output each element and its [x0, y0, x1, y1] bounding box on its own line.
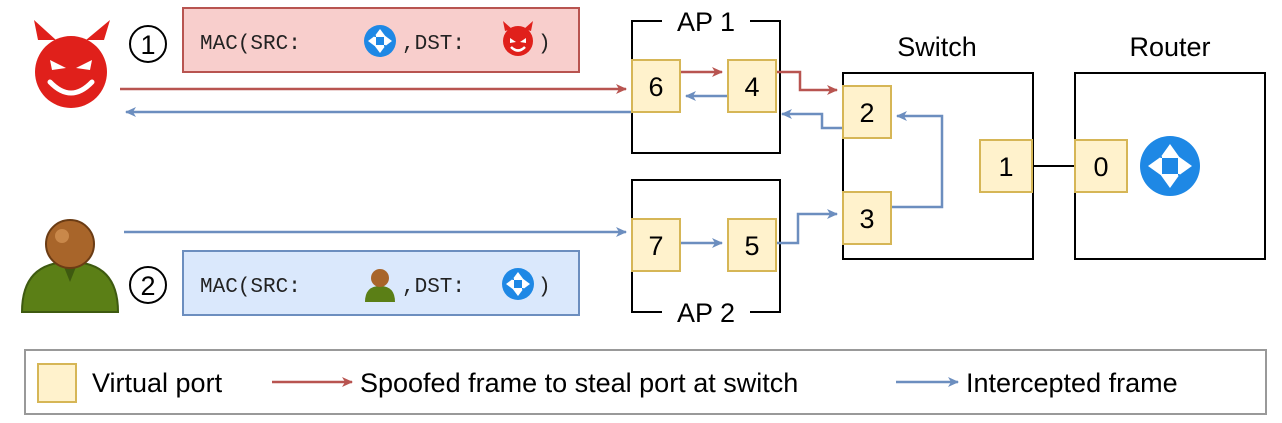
router-icon: [1140, 136, 1200, 196]
svg-text:6: 6: [648, 72, 663, 102]
intercepted-arrow-port2-to-port4: [781, 109, 843, 130]
svg-text:3: 3: [859, 204, 874, 234]
spoofed-arrow-port4-to-port2: [776, 70, 838, 95]
port-3: 3: [842, 191, 892, 245]
port-1: 1: [979, 139, 1033, 193]
user-icon: [365, 269, 395, 302]
frame-2-label: MAC(SRC: ,DST: ): [182, 250, 580, 316]
svg-text:Router: Router: [1129, 32, 1210, 62]
legend-spoofed: Spoofed frame to steal port at switch: [360, 368, 798, 398]
intercepted-arrow-port3-to-port2: [891, 111, 944, 209]
port-6: 6: [631, 59, 681, 113]
intercepted-arrow-port5-to-port3: [776, 209, 838, 245]
svg-text:,DST:: ,DST:: [402, 276, 465, 299]
port-5: 5: [727, 218, 777, 272]
svg-text:,DST:: ,DST:: [402, 33, 465, 56]
devil-icon: [34, 20, 110, 108]
router-icon: [502, 268, 534, 300]
svg-text:2: 2: [140, 271, 155, 301]
svg-text:Switch: Switch: [897, 32, 977, 62]
frame-1-label: MAC(SRC: ,DST: ): [182, 7, 580, 73]
port-7: 7: [631, 218, 681, 272]
svg-text:7: 7: [648, 231, 663, 261]
devil-icon: [503, 21, 533, 56]
svg-text:2: 2: [859, 98, 874, 128]
svg-text:): ): [538, 33, 551, 56]
svg-text:1: 1: [140, 30, 155, 60]
user-icon: [20, 219, 120, 313]
svg-text:5: 5: [744, 231, 759, 261]
svg-text:): ): [538, 276, 551, 299]
step-1-badge: 1: [129, 25, 167, 63]
router-icon: [364, 25, 396, 57]
step-2-badge: 2: [129, 266, 167, 304]
ap2-box: AP 2: [631, 179, 781, 328]
legend-virtual-port: Virtual port: [92, 368, 223, 398]
legend-intercepted: Intercepted frame: [966, 368, 1178, 398]
port-2: 2: [842, 85, 892, 139]
legend-port-swatch: [37, 363, 77, 403]
svg-text:4: 4: [744, 72, 759, 102]
svg-text:1: 1: [998, 152, 1013, 182]
legend: Virtual port Spoofed frame to steal port…: [24, 349, 1267, 415]
port-0: 0: [1074, 139, 1128, 193]
svg-text:MAC(SRC:: MAC(SRC:: [200, 276, 301, 299]
ap1-box: AP 1: [631, 7, 781, 154]
svg-text:AP 1: AP 1: [677, 7, 735, 37]
svg-text:0: 0: [1093, 152, 1108, 182]
svg-text:AP 2: AP 2: [677, 298, 735, 328]
svg-text:MAC(SRC:: MAC(SRC:: [200, 33, 301, 56]
port-4: 4: [727, 59, 777, 113]
